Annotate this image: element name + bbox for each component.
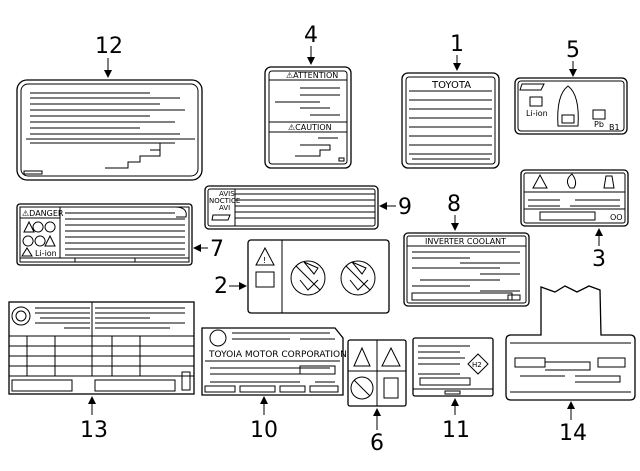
- callout-5: 5: [566, 38, 580, 63]
- li-ion-text-7: Li-ion: [35, 249, 57, 258]
- aviso-text: AVI: [219, 204, 230, 212]
- label-2: !: [247, 239, 390, 314]
- label-5: Li-ion Pb B1: [514, 77, 628, 135]
- label-9: AVIS NOCTICE AVI: [204, 185, 379, 230]
- li-ion-text-5: Li-ion: [526, 109, 548, 118]
- callout-4: 4: [304, 23, 318, 48]
- callout-6: 6: [370, 431, 384, 456]
- label-4: ⚠ATTENTION ⚠CAUTION: [264, 66, 352, 169]
- callout-3: 3: [592, 247, 606, 272]
- callout-13: 13: [80, 418, 108, 443]
- motor-corp-text: TOYOIA MOTOR CORPORATION: [208, 350, 347, 360]
- callout-14: 14: [559, 421, 587, 446]
- label-1: TOYOTA: [401, 72, 500, 169]
- label-8: INVERTER COOLANT: [403, 232, 530, 307]
- callout-9: 9: [398, 195, 412, 220]
- label-14: [505, 285, 636, 401]
- callout-1: 1: [450, 32, 464, 57]
- callout-2: 2: [214, 274, 228, 299]
- label-10: TOYOIA MOTOR CORPORATION: [201, 327, 347, 396]
- danger-text: ⚠DANGER: [22, 209, 64, 218]
- pb-text: Pb: [594, 120, 604, 129]
- label-11: H2: [412, 337, 494, 397]
- svg-text:!: !: [263, 256, 266, 265]
- toyota-text: TOYOTA: [431, 80, 471, 91]
- attention-text: ⚠ATTENTION: [286, 71, 338, 80]
- label-12: [16, 79, 203, 181]
- inverter-coolant-text: INVERTER COOLANT: [425, 237, 506, 246]
- callout-12: 12: [95, 34, 123, 59]
- caution-text: ⚠CAUTION: [288, 123, 332, 132]
- label-7: ⚠DANGER Li-ion: [16, 203, 193, 266]
- callout-8: 8: [447, 192, 461, 217]
- callout-7: 7: [210, 237, 224, 262]
- oo-text: OO: [610, 213, 623, 222]
- callout-11: 11: [442, 418, 470, 443]
- label-3: OO: [520, 169, 629, 227]
- b1-text: B1: [609, 123, 620, 132]
- avis-text: AVIS: [219, 190, 235, 198]
- notice-text: NOCTICE: [209, 197, 240, 205]
- callout-10: 10: [250, 418, 278, 443]
- h2-text: H2: [472, 361, 482, 369]
- label-13: [8, 301, 195, 395]
- label-6: [347, 339, 407, 407]
